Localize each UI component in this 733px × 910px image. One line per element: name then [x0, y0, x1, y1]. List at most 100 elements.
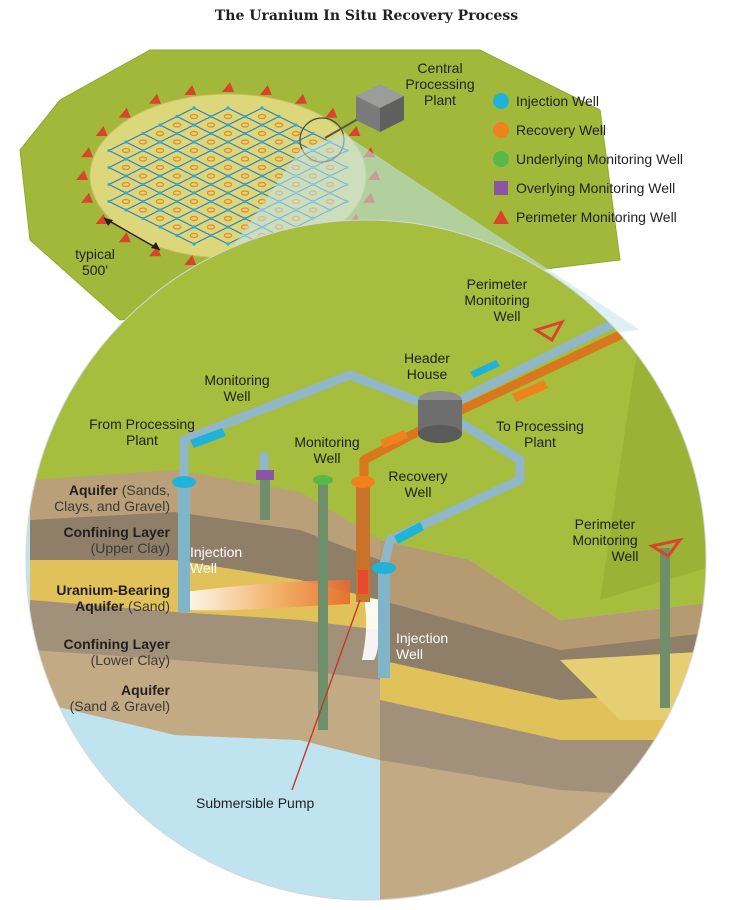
wellfield-pipe: [159, 175, 178, 185]
wellfield-pipe: [142, 150, 161, 160]
wellfield-pipe: [125, 175, 144, 185]
wellfield-recovery-well: [172, 122, 182, 128]
wellfield-pipe: [159, 209, 178, 219]
wellfield-injection-well: [226, 208, 230, 212]
layer-lower-clay-label: Confining Layer (Lower Clay): [63, 636, 170, 668]
typical-distance-label: typical 500': [75, 246, 115, 278]
wellfield-injection-well: [141, 199, 145, 204]
wellfield-pipe: [227, 218, 246, 228]
wellfield-injection-well: [107, 165, 111, 170]
wellfield-pipe: [261, 124, 280, 134]
wellfield-injection-well: [158, 123, 162, 127]
monitoring-well-green-label: Monitoring Well: [294, 434, 360, 466]
recovery-well-head: [351, 476, 375, 488]
perimeter-well-triangle: [348, 126, 361, 136]
legend-item-overlying: Overlying Monitoring Well: [492, 173, 728, 202]
wellfield-recovery-well: [223, 130, 233, 137]
wellfield-recovery-well: [138, 190, 148, 196]
recovery-well-label: Recovery Well: [388, 468, 448, 500]
wellfield-injection-well: [158, 174, 162, 178]
injection-well-left-casing: [178, 482, 190, 612]
legend-swatch-0: [493, 92, 509, 109]
flow-arrow-4: [512, 380, 548, 402]
wellfield-pipe: [108, 175, 127, 185]
wellfield-recovery-well: [189, 164, 199, 171]
wellfield-pipe: [227, 107, 246, 117]
wellfield-pipe: [210, 184, 229, 194]
flow-arrow-2: [190, 428, 226, 448]
wellfield-injection-well: [107, 199, 111, 204]
wellfield-pipe: [108, 141, 127, 151]
wellfield-injection-well: [192, 123, 196, 127]
wellfield-injection-well: [226, 106, 230, 110]
wellfield-recovery-well: [308, 139, 318, 145]
legend: Injection Well Recovery Well Underlying …: [492, 86, 728, 231]
wellfield-injection-well: [260, 174, 264, 178]
perimeter-well-top-label: Perimeter Monitoring Well: [464, 276, 530, 324]
legend-item-underlying: Underlying Monitoring Well: [492, 144, 728, 173]
wellfield-recovery-well: [138, 156, 148, 162]
perimeter-well-triangle: [76, 170, 88, 180]
wellfield-recovery-well: [121, 147, 131, 154]
wellfield-recovery-well: [257, 181, 267, 188]
perimeter-well-right-label: Perimeter Monitoring Well: [572, 516, 639, 564]
monitoring-well-purple-label: Monitoring Well: [204, 372, 270, 404]
legend-label: Underlying Monitoring Well: [516, 150, 684, 167]
wellfield-pipe: [210, 235, 229, 245]
wellfield-pipe: [193, 192, 212, 202]
wellfield-recovery-well: [240, 156, 250, 162]
wellfield-injection-well: [311, 131, 315, 136]
wellfield-pipe: [193, 218, 212, 228]
wellfield-injection-well: [158, 208, 162, 212]
wellfield-recovery-well: [138, 173, 148, 179]
wellfield-pipe: [125, 209, 144, 219]
strata-left: [30, 470, 380, 760]
wellfield-injection-well: [209, 131, 213, 136]
wellfield-injection-well: [175, 114, 179, 119]
wellfield-injection-well: [209, 216, 213, 221]
wellfield-pipe: [261, 167, 280, 177]
wellfield-pipe: [210, 226, 229, 236]
wellfield-pipe: [176, 192, 195, 202]
wellfield-pipe: [261, 175, 280, 185]
wellfield-pipe: [278, 124, 297, 134]
circle-icon: [493, 150, 509, 167]
wellfield-recovery-well: [291, 147, 301, 154]
wellfield-pipe: [142, 141, 161, 151]
legend-item-perimeter: Perimeter Monitoring Well: [492, 202, 728, 231]
from-processing-label: From Processing Plant: [89, 416, 195, 448]
wellfield-recovery-well: [291, 130, 301, 137]
wellfield-recovery-well: [257, 164, 267, 171]
wellfield-injection-well: [226, 191, 230, 195]
wellfield-recovery-well: [274, 139, 284, 145]
wellfield-pipe: [244, 133, 263, 143]
wellfield-pipe: [159, 201, 178, 211]
perimeter-well-right-head: [648, 537, 684, 559]
wellfield-pipe: [193, 209, 212, 219]
perimeter-well-triangle: [149, 93, 161, 104]
wellfield-pipe: [193, 226, 212, 236]
wellfield-pipe: [295, 133, 314, 143]
wellfield-pipe: [227, 209, 246, 219]
wellfield-injection-well: [175, 233, 179, 238]
wellfield-pipe: [227, 175, 246, 185]
wellfield-pipe: [176, 167, 195, 177]
injection-well-right-label: Injection Well: [396, 630, 449, 662]
wellfield-injection-well: [175, 131, 179, 136]
wellfield-pipe: [159, 116, 178, 126]
wellfield-injection-well: [209, 233, 213, 238]
wellfield-pipe: [176, 218, 195, 228]
wellfield-pipe: [227, 158, 246, 168]
wellfield-pipe: [159, 124, 178, 134]
wellfield-injection-well: [107, 182, 111, 187]
wellfield-pipe: [227, 124, 246, 134]
wellfield-pipe: [125, 184, 144, 194]
legend-label: Perimeter Monitoring Well: [516, 208, 677, 225]
wellfield-injection-well: [192, 225, 196, 229]
wellfield-pipe: [193, 124, 212, 134]
wellfield-injection-well: [226, 140, 230, 144]
wellfield-injection-well: [277, 114, 281, 119]
wellfield-recovery-well: [257, 130, 267, 137]
wellfield-pipe: [159, 133, 178, 143]
layer-uranium-label: Uranium-Bearing Aquifer (Sand): [56, 582, 170, 614]
